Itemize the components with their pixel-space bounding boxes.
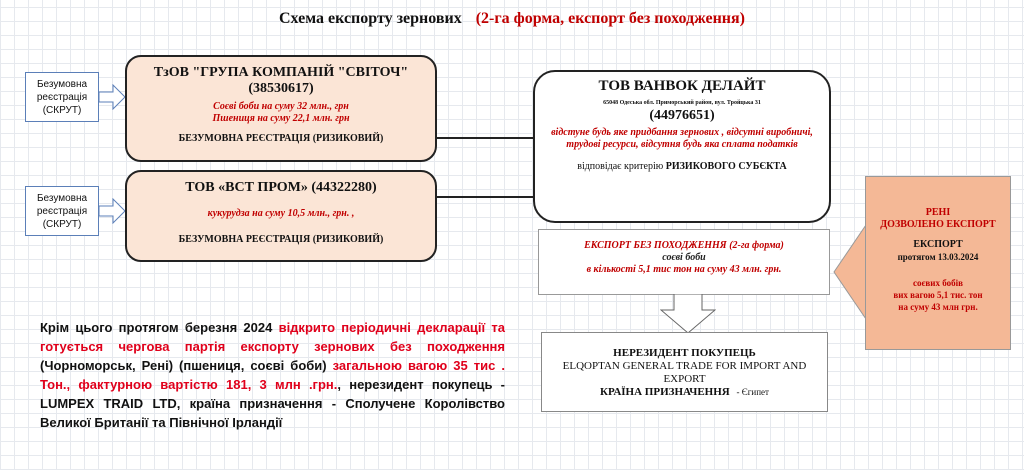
company-name: ТзОВ "ГРУПА КОМПАНІЙ "СВІТОЧ" bbox=[153, 65, 409, 80]
side-label-1: Безумовна реєстрація (СКРУТ) bbox=[25, 72, 99, 122]
title-sub: (2-га форма, експорт без походження) bbox=[475, 10, 746, 27]
company-criterion: відповідає критерію РИЗИКОВОГО СУБЄКТА bbox=[543, 161, 821, 172]
port-box: РЕНІ ДОЗВОЛЕНО ЕКСПОРТ ЕКСПОРТ протягом … bbox=[865, 176, 1011, 350]
export-box: ЕКСПОРТ БЕЗ ПОХОДЖЕННЯ (2-га форма) соєв… bbox=[538, 229, 830, 295]
company-code: (44976651) bbox=[649, 108, 715, 123]
country-label: КРАЇНА ПРИЗНАЧЕННЯ bbox=[600, 386, 730, 398]
company-detail: кукурудза на суму 10,5 млн., грн. , bbox=[207, 208, 355, 219]
company-name: ТОВ «ВСТ ПРОМ» (44322280) bbox=[185, 180, 377, 195]
company-note: відстуне будь яке придбання зернових , в… bbox=[551, 127, 813, 150]
connector-line bbox=[437, 196, 533, 198]
criterion-prefix: відповідає критерію bbox=[577, 161, 666, 172]
arrow-down-icon bbox=[660, 294, 716, 334]
para-text: (Чорноморськ, Рені) (пшениця, соєві боби… bbox=[40, 358, 333, 373]
buyer-label: НЕРЕЗИДЕНТ ПОКУПЕЦЬ bbox=[613, 347, 756, 359]
summary-paragraph: Крім цього протягом березня 2024 відкрит… bbox=[40, 318, 505, 432]
export-title: ЕКСПОРТ БЕЗ ПОХОДЖЕННЯ (2-га форма) bbox=[584, 240, 784, 251]
para-highlight: загальною вагою 35 тис . Тон., фактурною… bbox=[40, 358, 505, 392]
port-permit: ДОЗВОЛЕНО ЕКСПОРТ bbox=[880, 219, 996, 230]
company-detail: Пшениця на суму 22,1 млн. грн bbox=[212, 113, 350, 124]
port-date: протягом 13.03.2024 bbox=[897, 252, 979, 262]
para-text: Крім цього протягом березня 2024 bbox=[40, 320, 279, 335]
company-vanvok-box: ТОВ ВАНВОК ДЕЛАЙТ 65048 Одеська обл. При… bbox=[533, 70, 831, 223]
criterion-value: РИЗИКОВОГО СУБЄКТА bbox=[665, 161, 787, 172]
company-detail: Соєві боби на суму 32 млн., грн bbox=[213, 101, 349, 112]
arrow-left-icon bbox=[833, 222, 869, 322]
port-export: ЕКСПОРТ bbox=[913, 239, 963, 250]
export-amount: в кількості 5,1 тис тон на суму 43 млн. … bbox=[586, 264, 782, 275]
company-name: ТОВ ВАНВОК ДЕЛАЙТ bbox=[598, 78, 766, 94]
diagram-title: Схема експорту зернових (2-га форма, експ… bbox=[0, 10, 1024, 28]
connector-line bbox=[437, 137, 533, 139]
para-highlight: відкрито періодичні декларації та готуєт… bbox=[40, 320, 505, 354]
para-text: , нерезидент покупець - LUMPEX TRAID LTD… bbox=[40, 377, 505, 430]
arrow-right-icon bbox=[99, 198, 126, 224]
buyer-box: НЕРЕЗИДЕНТ ПОКУПЕЦЬ ELQOPTAN GENERAL TRA… bbox=[541, 332, 828, 412]
buyer-name: ELQOPTAN GENERAL TRADE FOR IMPORT AND EX… bbox=[562, 360, 807, 385]
port-name: РЕНІ bbox=[925, 207, 951, 218]
port-detail: вих вагою 5,1 тис. тон bbox=[893, 290, 983, 300]
company-address: 65048 Одеська обл. Приморський район, ву… bbox=[603, 100, 761, 106]
port-detail: соєвих бобів bbox=[913, 278, 963, 288]
company-status: БЕЗУМОВНА РЕЄСТРАЦІЯ (РИЗИКОВИЙ) bbox=[178, 133, 384, 144]
company-code: (38530617) bbox=[248, 81, 314, 96]
company-svitoch-box: ТзОВ "ГРУПА КОМПАНІЙ "СВІТОЧ" (38530617)… bbox=[125, 55, 437, 162]
title-main: Схема експорту зернових bbox=[278, 10, 462, 27]
company-vst-box: ТОВ «ВСТ ПРОМ» (44322280) кукурудза на с… bbox=[125, 170, 437, 262]
export-product: соєві боби bbox=[662, 252, 706, 263]
company-status: БЕЗУМОВНА РЕЄСТРАЦІЯ (РИЗИКОВИЙ) bbox=[178, 234, 384, 245]
side-label-2: Безумовна реєстрація (СКРУТ) bbox=[25, 186, 99, 236]
arrow-right-icon bbox=[99, 84, 126, 110]
port-detail: на суму 43 млн грн. bbox=[898, 302, 978, 312]
country-value: - Єгипет bbox=[729, 387, 769, 397]
